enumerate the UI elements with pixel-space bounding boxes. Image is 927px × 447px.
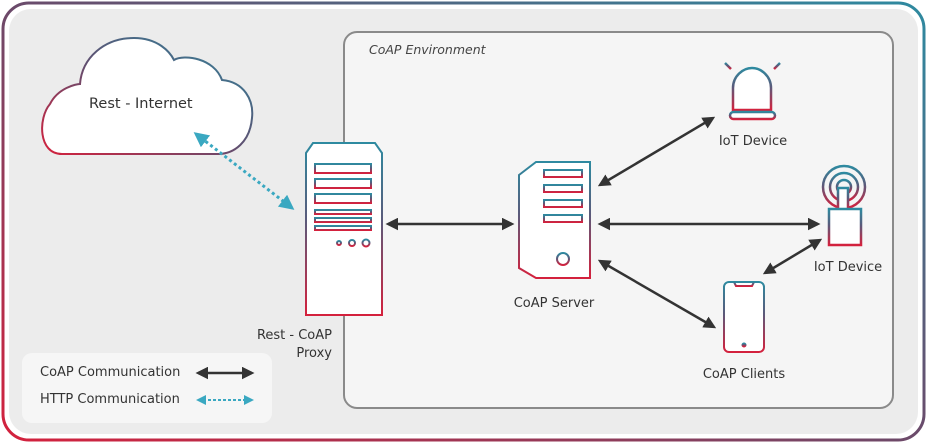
- clients-label: CoAP Clients: [702, 367, 786, 382]
- legend-http-label: HTTP Communication: [40, 392, 180, 407]
- server-label: CoAP Server: [513, 296, 595, 311]
- coap-edge-server-clients: [597, 259, 717, 329]
- coap-edge-server-iot-alarm: [597, 116, 716, 187]
- coap-edge-clients-iot-antenna: [762, 238, 823, 275]
- smartphone-icon: [723, 281, 765, 353]
- coap-environment-box: [343, 31, 894, 409]
- proxy-label-line1: Rest - CoAP: [256, 328, 332, 343]
- cloud-label: Rest - Internet: [89, 96, 193, 112]
- iot-alarm-label: IoT Device: [718, 134, 788, 149]
- server-icon: [518, 161, 591, 279]
- legend-coap-label: CoAP Communication: [40, 365, 181, 380]
- legend-box: [22, 353, 272, 423]
- cloud-icon: [41, 36, 254, 155]
- iot-antenna-label: IoT Device: [813, 260, 883, 275]
- antenna-device-icon: [821, 164, 867, 247]
- environment-title: CoAP Environment: [369, 42, 486, 57]
- proxy-label-line2: Proxy: [296, 346, 332, 361]
- http-edge-cloud-proxy: [193, 132, 295, 210]
- server-tower-icon: [305, 142, 383, 316]
- alarm-beacon-icon: [716, 51, 789, 121]
